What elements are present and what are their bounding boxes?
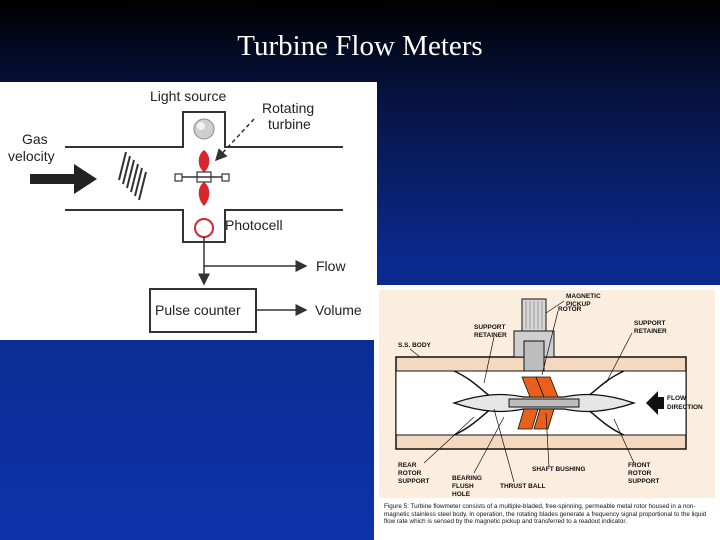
flow-straightener-hatch <box>118 151 147 201</box>
bearing-flush-2: FLUSH <box>452 483 474 490</box>
pulse-counter-label: Pulse counter <box>155 302 241 318</box>
rotor-shaft <box>508 398 580 408</box>
rotor-blades <box>517 376 559 430</box>
support-retainer-right-2: RETAINER <box>634 328 667 335</box>
front-rotor-1: FRONT <box>628 462 650 469</box>
flow-direction-2: DIRECTION <box>667 404 703 411</box>
volume-label: Volume <box>315 302 362 318</box>
rear-rotor-3: SUPPORT <box>398 478 429 485</box>
flow-direction-1: FLOW <box>667 395 687 402</box>
pulse-counter-box <box>149 288 257 333</box>
gas-label: Gas <box>22 131 48 147</box>
flow-label: Flow <box>316 258 346 274</box>
bearing-flush-1: BEARING <box>452 475 482 482</box>
ss-body-label: S.S. BODY <box>398 342 432 349</box>
thrust-ball-label: THRUST BALL <box>500 483 546 490</box>
photocell-label: Photocell <box>225 217 283 233</box>
rear-rotor-2: ROTOR <box>398 470 422 477</box>
magnetic-label-1: MAGNETIC <box>566 293 601 300</box>
rear-rotor-1: REAR <box>398 462 417 469</box>
turbine-schematic-diagram: Light source Rotating turbine Gas veloci… <box>8 88 362 333</box>
slide-title: Turbine Flow Meters <box>237 30 483 62</box>
flowmeter-cross-section-panel: MAGNETIC PICKUP SUPPORT RETAINER ROTOR S… <box>374 285 720 540</box>
rotating-label: Rotating <box>262 100 314 116</box>
front-rotor-2: ROTOR <box>628 470 652 477</box>
photocell-circle <box>194 218 214 238</box>
bearing-flush-3: HOLE <box>452 491 471 498</box>
pipe-upper-wall <box>65 111 343 148</box>
support-retainer-left-2: RETAINER <box>474 332 507 339</box>
support-retainer-right-1: SUPPORT <box>634 320 665 327</box>
turbine-schematic-panel: Light source Rotating turbine Gas veloci… <box>0 82 377 340</box>
light-source-label: Light source <box>150 88 226 104</box>
turbine-blade-top <box>198 150 210 172</box>
velocity-label: velocity <box>8 148 55 164</box>
rotating-turbine-pointer <box>214 118 255 162</box>
turbine-blade-bottom <box>198 182 210 206</box>
rotor-label: ROTOR <box>558 306 582 313</box>
gas-velocity-arrow <box>30 164 97 194</box>
shaft-bushing-label: SHAFT BUSHING <box>532 466 585 473</box>
front-rotor-3: SUPPORT <box>628 478 659 485</box>
support-retainer-left-1: SUPPORT <box>474 324 505 331</box>
figure-caption: Figure 5: Turbine flowmeter consists of … <box>384 503 707 526</box>
turbine-label: turbine <box>268 116 311 132</box>
magnetic-label-2: PICKUP <box>566 301 591 308</box>
light-source-bulb <box>193 118 215 140</box>
flow-direction-arrow <box>646 391 664 415</box>
flowmeter-cross-section-diagram: MAGNETIC PICKUP SUPPORT RETAINER ROTOR S… <box>379 290 715 498</box>
